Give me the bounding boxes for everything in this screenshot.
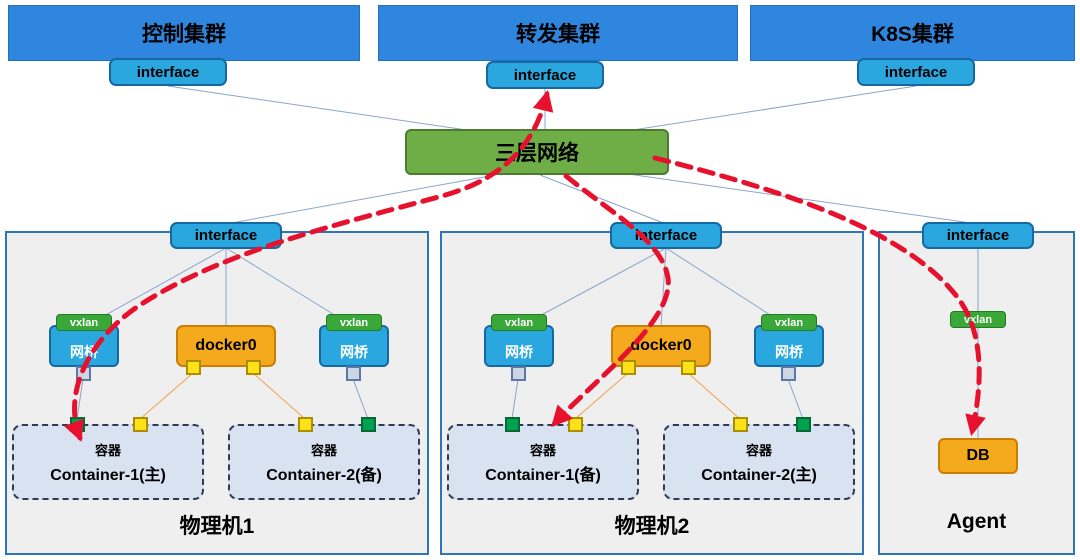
port-square <box>733 417 748 432</box>
container-title: 容器 <box>94 442 121 458</box>
container-name: Container-2(主) <box>701 466 817 484</box>
cluster-box-forward: 转发集群 <box>378 5 738 61</box>
container-name: Container-2(备) <box>266 466 382 484</box>
interface-chip-forward: interface <box>486 61 604 89</box>
interface-chip-k8s: interface <box>857 58 975 86</box>
container-title: 容器 <box>529 442 556 458</box>
agent-label: Agent <box>946 510 1007 533</box>
vxlan-badge: vxlan <box>491 314 547 331</box>
bridge-box: 网桥 <box>754 325 824 367</box>
db-box: DB <box>938 438 1018 474</box>
interface-chip-agent: interface <box>922 222 1034 249</box>
container-box: 容器 Container-1(主) <box>12 424 204 500</box>
container-name: Container-1(备) <box>485 466 601 484</box>
bridge-box: 网桥 <box>484 325 554 367</box>
port-square <box>796 417 811 432</box>
port-square <box>568 417 583 432</box>
container-box: 容器 Container-2(备) <box>228 424 420 500</box>
container-title: 容器 <box>745 442 772 458</box>
port-square <box>511 366 526 381</box>
vxlan-badge: vxlan <box>56 314 112 331</box>
container-box: 容器 Container-2(主) <box>663 424 855 500</box>
port-square <box>781 366 796 381</box>
port-square <box>76 366 91 381</box>
vxlan-badge: vxlan <box>950 311 1006 328</box>
host1-label: 物理机1 <box>179 515 255 538</box>
port-square <box>681 360 696 375</box>
port-square <box>246 360 261 375</box>
cluster-box-control: 控制集群 <box>8 5 360 61</box>
container-title: 容器 <box>310 442 337 458</box>
port-square <box>346 366 361 381</box>
cluster-box-k8s: K8S集群 <box>750 5 1075 61</box>
vxlan-badge: vxlan <box>761 314 817 331</box>
host2-label: 物理机2 <box>614 515 690 538</box>
l3-network-box: 三层网络 <box>405 129 669 175</box>
port-square <box>505 417 520 432</box>
interface-chip-host1: interface <box>170 222 282 249</box>
port-square <box>133 417 148 432</box>
port-square <box>621 360 636 375</box>
bridge-box: 网桥 <box>319 325 389 367</box>
bridge-box: 网桥 <box>49 325 119 367</box>
port-square <box>361 417 376 432</box>
port-square <box>298 417 313 432</box>
port-square <box>70 417 85 432</box>
interface-chip-control: interface <box>109 58 227 86</box>
vxlan-badge: vxlan <box>326 314 382 331</box>
container-box: 容器 Container-1(备) <box>447 424 639 500</box>
container-name: Container-1(主) <box>50 466 166 484</box>
interface-chip-host2: interface <box>610 222 722 249</box>
port-square <box>186 360 201 375</box>
